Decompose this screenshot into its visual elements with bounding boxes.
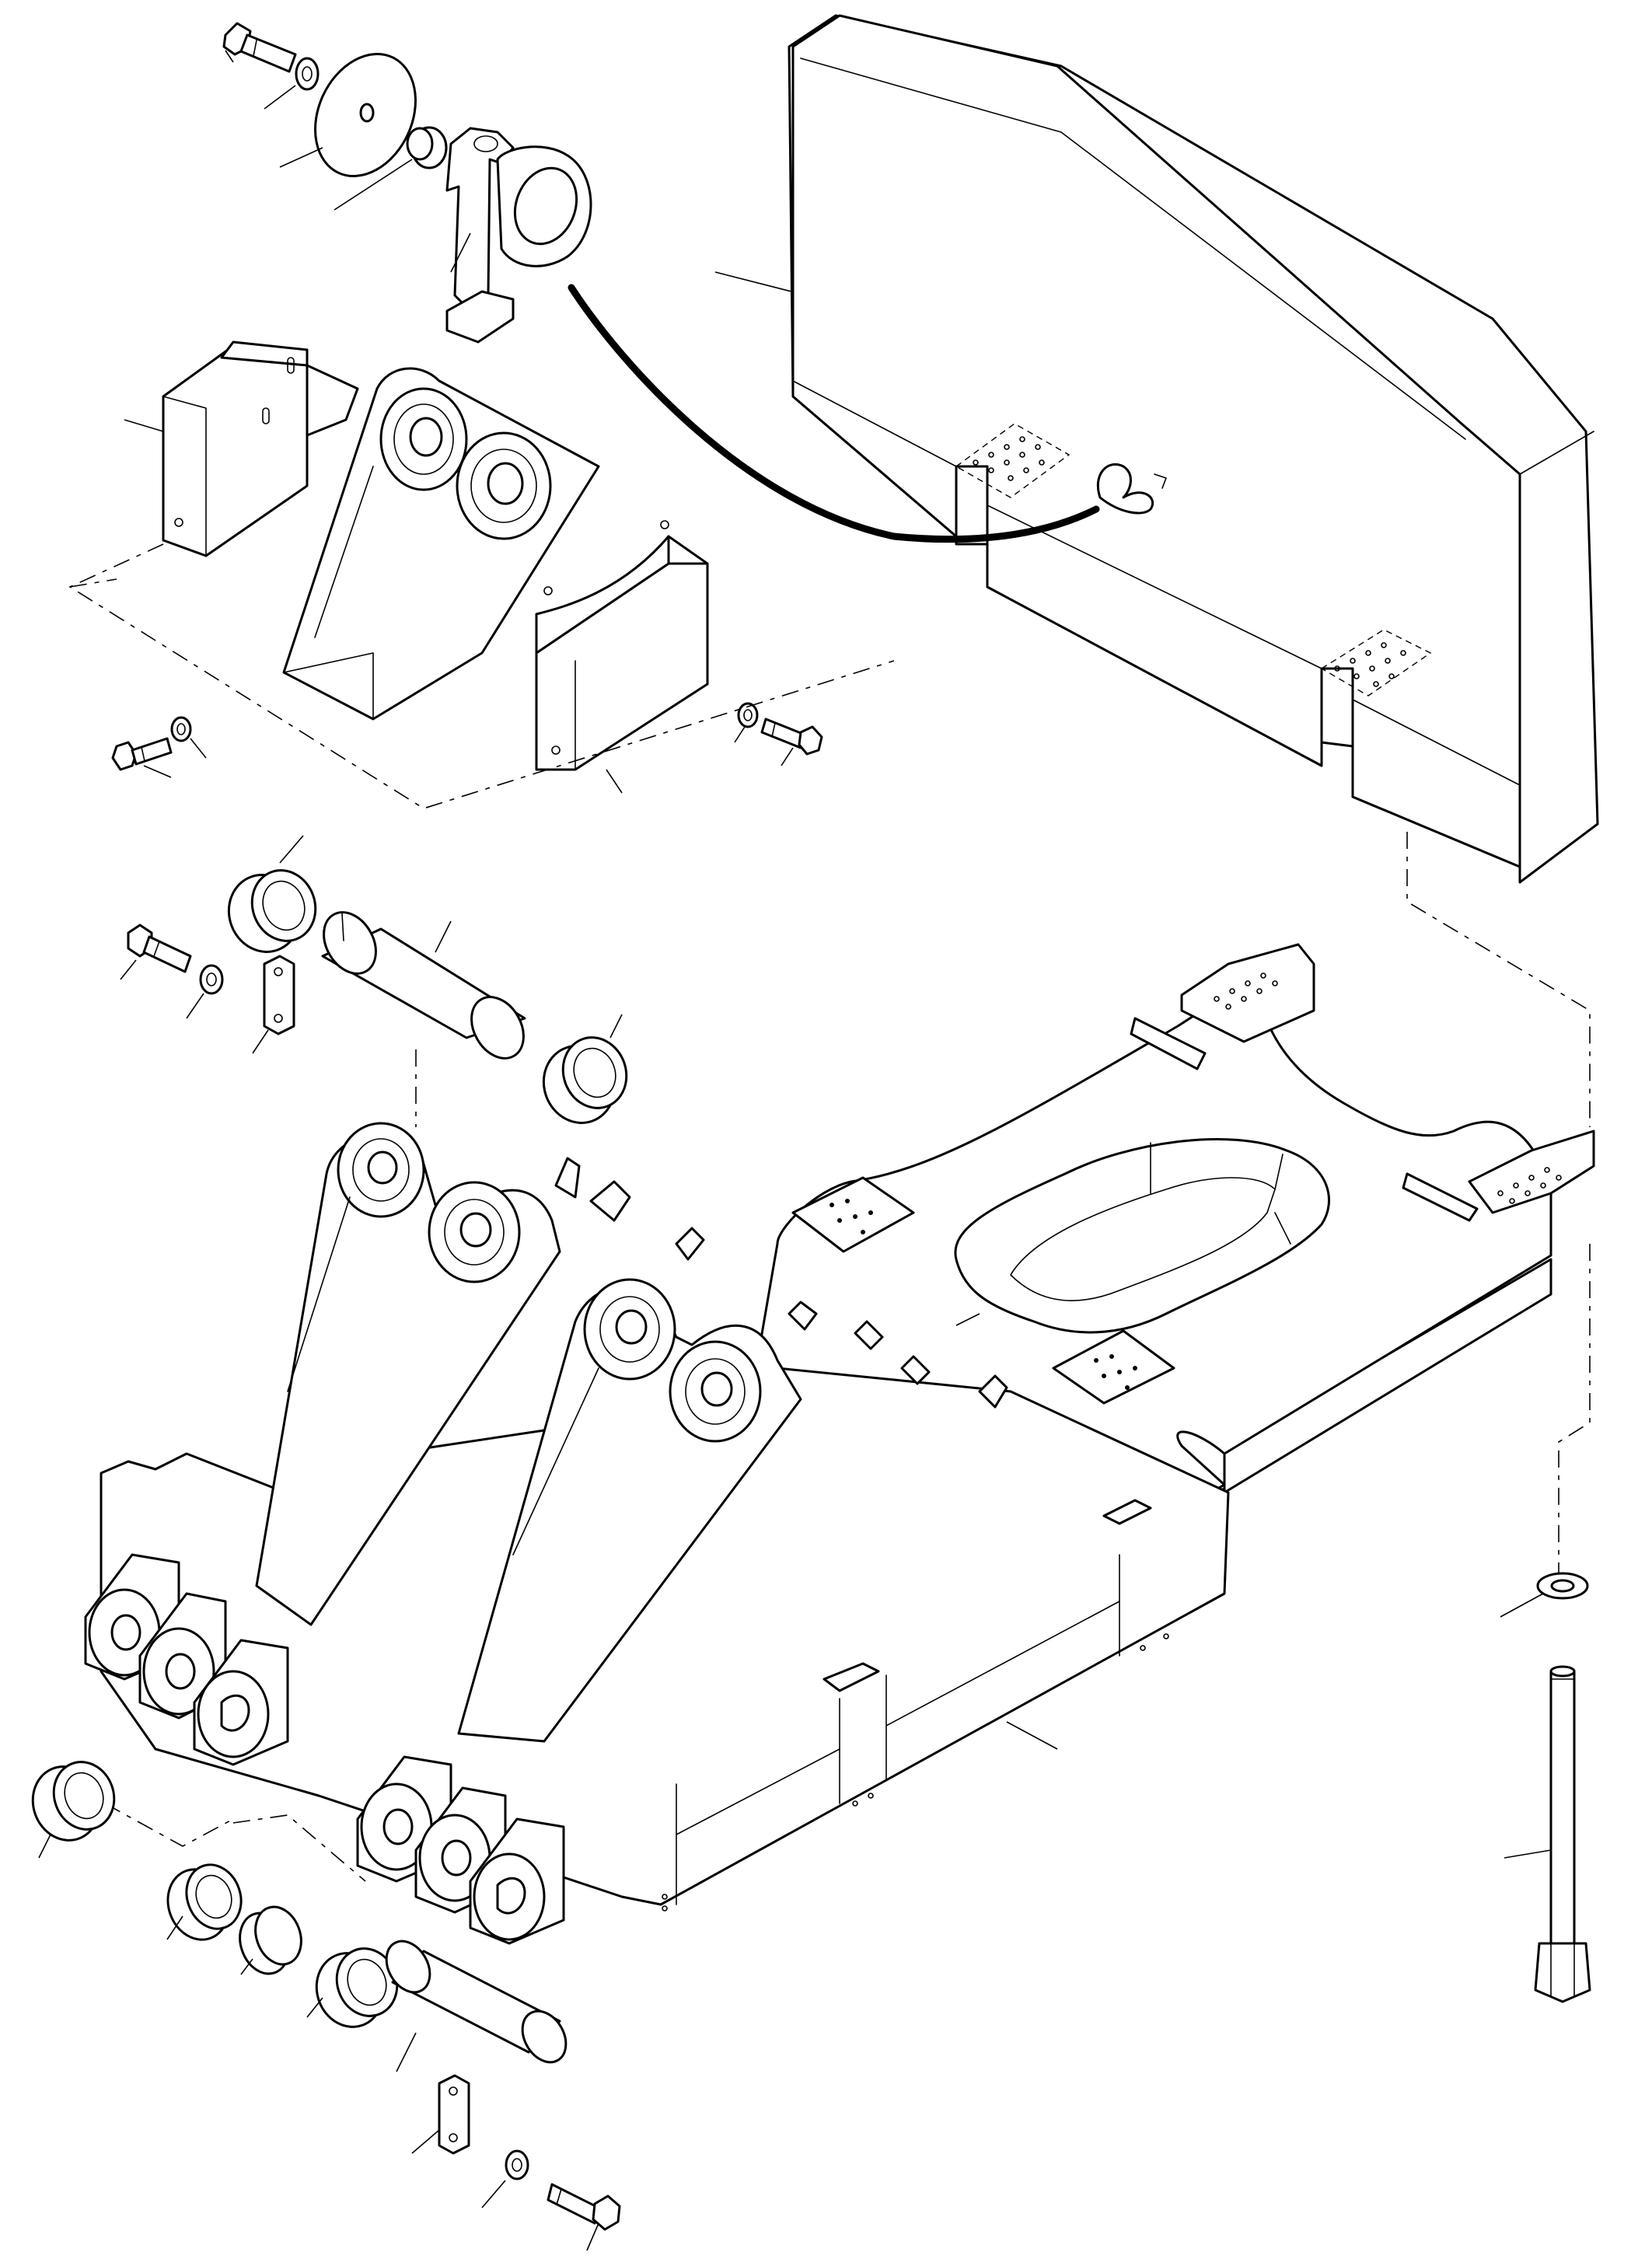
washer-lower bbox=[481, 2149, 529, 2208]
rear-frame bbox=[84, 943, 1595, 1945]
frame-top-pad-holes bbox=[1214, 972, 1562, 1204]
bushing-lower-2 bbox=[166, 1863, 243, 1941]
pivot-pin-upper bbox=[321, 911, 526, 1060]
tow-hitch-bracket bbox=[282, 367, 600, 721]
deck-plate-holes bbox=[829, 1199, 1137, 1390]
bolt-pin-upper bbox=[120, 924, 192, 980]
bushing-upper-right bbox=[542, 1014, 628, 1124]
long-bolt bbox=[1500, 1572, 1591, 2003]
lower-lugs-left bbox=[84, 1553, 289, 1766]
bolt-bracket-right bbox=[734, 702, 823, 766]
spacer-top bbox=[334, 126, 448, 211]
cover-disc bbox=[279, 52, 417, 178]
bolt-top-1 bbox=[222, 22, 297, 73]
lock-plate-upper bbox=[252, 955, 295, 1054]
counterweight-block bbox=[714, 14, 1599, 884]
lower-lugs-right bbox=[356, 1755, 565, 1945]
bolt-pad-holes-lower bbox=[1334, 642, 1406, 687]
side-plate-left bbox=[124, 340, 359, 557]
bushing-upper-left bbox=[227, 835, 317, 953]
bushing-lower-4 bbox=[306, 1947, 399, 2028]
bushing-lower-1 bbox=[31, 1761, 116, 1859]
bolt-pad-holes-upper bbox=[973, 436, 1045, 481]
washer-pin-upper bbox=[186, 964, 224, 1019]
bolt-lower bbox=[547, 2183, 621, 2251]
bushing-lower-3 bbox=[239, 1905, 302, 1975]
bolt-bracket-left bbox=[111, 716, 207, 778]
lifting-eye bbox=[445, 127, 592, 344]
side-plate-right bbox=[535, 520, 709, 794]
lock-plate-lower bbox=[411, 2074, 470, 2155]
lifting-cable bbox=[568, 284, 1100, 543]
washer-top-1 bbox=[264, 57, 320, 110]
pivot-pin-lower bbox=[385, 1940, 568, 2072]
shackle-icon bbox=[1096, 463, 1167, 515]
